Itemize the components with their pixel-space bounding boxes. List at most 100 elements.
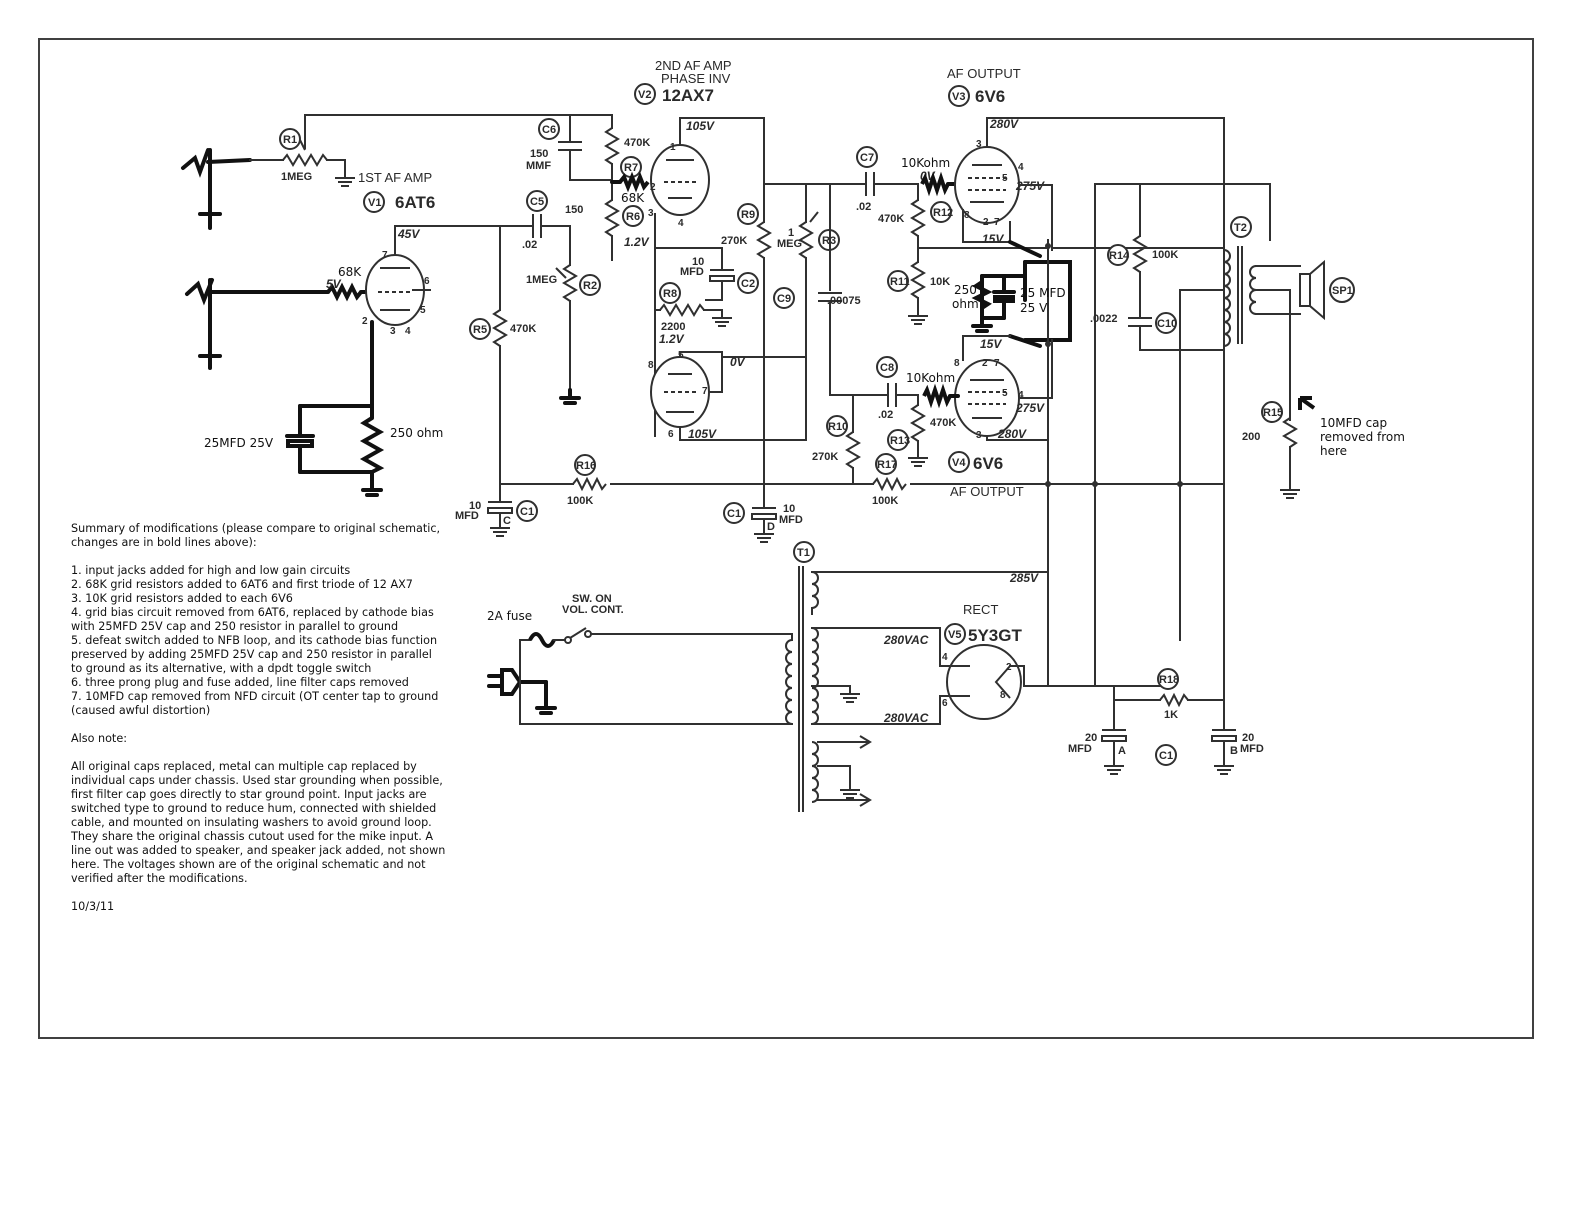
- r2-value: 1MEG: [526, 274, 557, 286]
- notes-paragraph: All original caps replaced, metal can mu…: [71, 760, 471, 886]
- v1-cathode-res-label: 250 ohm: [390, 426, 443, 440]
- v3-cathode-bias-resistor: [971, 280, 993, 310]
- r8-ref: R8: [663, 288, 677, 300]
- r11-resistor: [910, 261, 926, 299]
- r12-value: 470K: [878, 213, 904, 225]
- r17-resistor: [872, 476, 907, 492]
- r9-value: 270K: [721, 235, 747, 247]
- svg-text:4: 4: [1018, 390, 1024, 401]
- svg-text:5: 5: [1002, 173, 1008, 184]
- r13-resistor: [910, 404, 926, 442]
- v1-cathode-resistor: [359, 416, 385, 474]
- svg-text:1: 1: [670, 142, 676, 153]
- v2b-triode: [650, 356, 710, 428]
- r5-resistor: [492, 309, 508, 347]
- c7-ref: C7: [860, 152, 874, 164]
- svg-text:2: 2: [1006, 662, 1012, 673]
- r7-added-resistor: [618, 171, 650, 193]
- svg-text:20: 20: [1085, 732, 1097, 744]
- r7-ref: R7: [624, 162, 638, 174]
- switch-label-2: VOL. CONT.: [562, 604, 624, 616]
- svg-text:MFD: MFD: [779, 514, 803, 526]
- notes-line: first filter cap goes directly to star g…: [71, 788, 427, 801]
- r7-470k-resistor: [604, 127, 620, 165]
- v2-cathode-voltage: 1.2V: [624, 235, 650, 249]
- svg-text:MFD: MFD: [455, 510, 479, 522]
- sp1-ref: SP1: [1332, 285, 1353, 297]
- r2-resistor: [562, 264, 578, 302]
- v4-plate-voltage: 275V: [1015, 401, 1045, 415]
- svg-text:MFD: MFD: [680, 266, 704, 278]
- notes-item: 2. 68K grid resistors added to 6AT6 and …: [71, 578, 413, 591]
- v5-ref: V5: [948, 629, 961, 641]
- v1-grid-voltage: 5V: [326, 277, 342, 291]
- r18-value: 1K: [1164, 709, 1178, 721]
- v4-cathode-voltage: 15V: [980, 337, 1002, 351]
- switch-label-1: SW. ON: [572, 593, 612, 605]
- r9-ref: R9: [741, 209, 755, 221]
- t1-power-transformer: [785, 566, 819, 812]
- c10-ref: C10: [1157, 318, 1177, 330]
- svg-text:10: 10: [783, 503, 795, 515]
- r5-ref: R5: [473, 324, 487, 336]
- v3-screen-voltage: 280V: [989, 117, 1019, 131]
- r11-value: 10K: [930, 276, 950, 288]
- svg-text:2: 2: [362, 316, 368, 327]
- notes-summary-2: changes are in bold lines above):: [71, 536, 257, 549]
- input-jack-low: [185, 278, 330, 370]
- nfb-note-1: 10MFD cap: [1320, 416, 1387, 430]
- notes-line: All original caps replaced, metal can mu…: [71, 760, 417, 773]
- c6-ref: C6: [542, 124, 556, 136]
- c5-ref: C5: [530, 196, 544, 208]
- r15-value: 200: [1242, 431, 1260, 443]
- out-cath-cap-2: 25 V: [1020, 301, 1048, 315]
- nfb-arrow: [1298, 396, 1316, 410]
- r18-ref: R18: [1159, 674, 1179, 686]
- r10-ref: R10: [828, 421, 848, 433]
- v5-function-label: RECT: [963, 602, 998, 617]
- r10-value: 270K: [812, 451, 838, 463]
- c1d-ref: C1: [727, 508, 741, 520]
- v3-ref: V3: [952, 91, 965, 103]
- notes-item: to ground as its alternative, with a dpd…: [71, 662, 372, 675]
- svg-text:470K: 470K: [624, 137, 650, 149]
- notes-line: individual caps under chassis. Used star…: [71, 774, 443, 787]
- v4-grid-added-value: 10Kohm: [906, 371, 955, 385]
- c1c-ref: C1: [520, 506, 534, 518]
- notes-line: They share the original chassis cutout u…: [71, 830, 433, 843]
- svg-text:3: 3: [976, 430, 982, 441]
- v4-type: 6V6: [973, 454, 1003, 473]
- notes-item: 3. 10K grid resistors added to each 6V6: [71, 592, 293, 605]
- svg-text:2: 2: [982, 358, 988, 369]
- r3-resistor: [798, 221, 814, 259]
- out-cath-res-1: 250: [954, 283, 977, 297]
- v3-grid-added-value: 10Kohm: [901, 156, 950, 170]
- v5-rectifier-tube: [946, 644, 1022, 720]
- svg-text:5: 5: [420, 305, 426, 316]
- svg-text:C: C: [503, 515, 511, 527]
- r6-ref: R6: [626, 211, 640, 223]
- svg-text:1: 1: [788, 227, 794, 239]
- svg-text:4: 4: [405, 326, 411, 337]
- r5-value: 470K: [510, 323, 536, 335]
- v3-function-label: AF OUTPUT: [947, 66, 1021, 81]
- svg-text:7: 7: [994, 217, 1000, 228]
- svg-text:150: 150: [565, 204, 583, 216]
- v1-plate-voltage: 45V: [397, 227, 420, 241]
- v2b-cathode-voltage: 1.2V: [659, 332, 685, 346]
- r14-value: 100K: [1152, 249, 1178, 261]
- svg-text:3: 3: [390, 326, 396, 337]
- v1-grid-resistor: [326, 282, 363, 302]
- svg-text:20: 20: [1242, 732, 1254, 744]
- notes-item: 4. grid bias circuit removed from 6AT6, …: [71, 606, 434, 619]
- v3-grid-resistor: [920, 171, 950, 197]
- svg-text:8: 8: [1000, 690, 1006, 701]
- r10-resistor: [845, 431, 861, 469]
- r14-ref: R14: [1109, 250, 1130, 262]
- svg-text:7: 7: [382, 250, 388, 261]
- v2b-plate-voltage: 105V: [688, 427, 717, 441]
- nfb-note-3: here: [1320, 444, 1347, 458]
- c7-value: .02: [856, 201, 871, 213]
- c6-value-2: MMF: [526, 160, 551, 172]
- svg-text:MEG: MEG: [777, 238, 802, 250]
